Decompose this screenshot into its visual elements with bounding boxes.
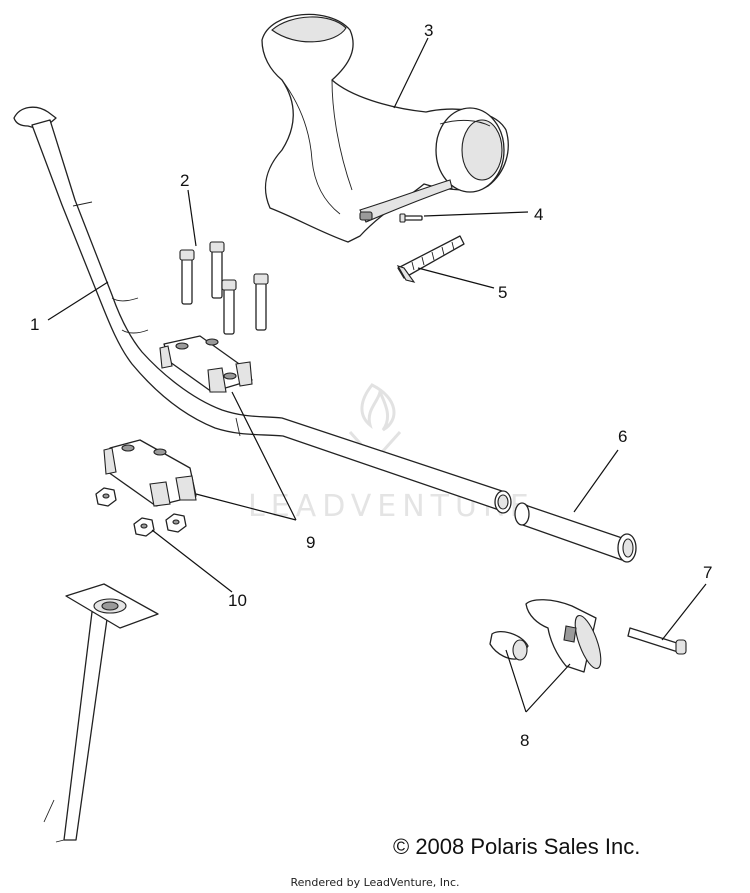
clamp-upper-part <box>159 335 253 393</box>
callouts: 1 2 3 4 5 6 7 8 9 10 <box>30 21 712 750</box>
bolts-part <box>179 241 269 335</box>
callout-10: 10 <box>228 591 247 610</box>
pin-part <box>627 627 687 655</box>
callout-4: 4 <box>534 205 543 224</box>
leader-lines <box>47 37 707 713</box>
strap-part <box>396 235 465 283</box>
grip-part <box>514 502 637 563</box>
rendered-by-credit: Rendered by LeadVenture, Inc. <box>290 876 460 889</box>
handlebar-cover-part <box>261 13 509 243</box>
callout-6: 6 <box>618 427 627 446</box>
callout-5: 5 <box>498 283 507 302</box>
clamp-lower-part <box>103 439 197 507</box>
handlebar-part <box>13 106 512 843</box>
callout-8: 8 <box>520 731 529 750</box>
callout-2: 2 <box>180 171 189 190</box>
copyright-notice: © 2008 Polaris Sales Inc. <box>393 834 641 859</box>
callout-3: 3 <box>424 21 433 40</box>
callout-7: 7 <box>703 563 712 582</box>
screw-part <box>399 213 423 223</box>
nuts-part <box>95 487 187 537</box>
end-caps-part <box>489 599 602 673</box>
callout-9: 9 <box>306 533 315 552</box>
callout-1: 1 <box>30 315 39 334</box>
